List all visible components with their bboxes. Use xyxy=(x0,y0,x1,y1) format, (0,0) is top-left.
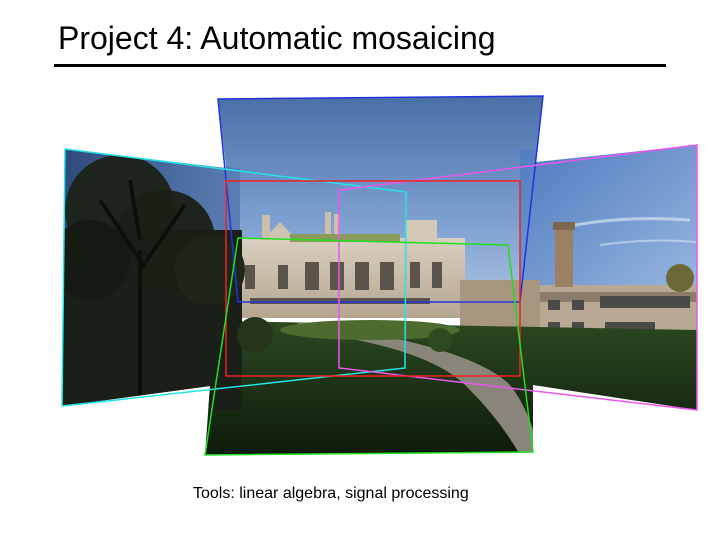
frame-center-image xyxy=(225,180,521,377)
slide-title: Project 4: Automatic mosaicing xyxy=(58,20,496,56)
left-tree xyxy=(62,155,245,410)
frame-right-image xyxy=(338,144,698,411)
frame-bottom-image xyxy=(204,237,534,456)
gothic-building xyxy=(230,212,465,318)
panorama-photo xyxy=(62,96,697,455)
frame-left-image xyxy=(61,148,407,407)
tools-caption: Tools: linear algebra, signal processing xyxy=(193,485,469,502)
title-underline xyxy=(54,64,666,67)
